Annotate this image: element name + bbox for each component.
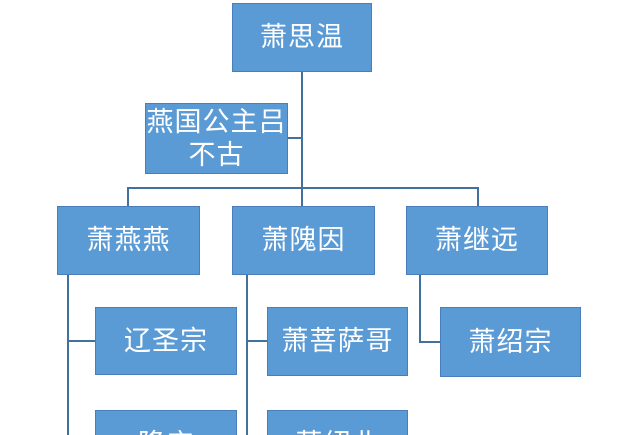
node-xiao-shaoye: 萧绍业	[267, 410, 408, 435]
node-xiao-pusage: 萧菩萨哥	[267, 307, 408, 376]
node-princess-lbugu: 燕国公主吕不古	[145, 103, 288, 174]
node-label: 萧菩萨哥	[281, 326, 394, 357]
node-label: 萧绍业	[296, 428, 380, 435]
node-xiao-weiyin: 萧隗因	[232, 206, 375, 275]
connector-descender-xiao-weiyin	[246, 275, 248, 435]
node-xiao-siwen: 萧思温	[232, 3, 372, 72]
connector-trunk-from-xiao-siwen	[301, 72, 303, 188]
node-label: 萧隗因	[261, 225, 346, 256]
node-xiao-yanyan: 萧燕燕	[57, 206, 200, 275]
connector-descender-xiao-yanyan	[67, 275, 69, 435]
node-liao-shengzong: 辽圣宗	[95, 307, 237, 375]
connector-distributor-bar	[127, 187, 479, 189]
node-xiao-jiyuan: 萧继远	[406, 206, 548, 275]
connector-elbow-to-liao-shengzong	[67, 340, 95, 342]
node-label: 萧思温	[260, 22, 344, 53]
node-label: 燕国公主吕不古	[146, 106, 287, 171]
node-label: 萧燕燕	[86, 225, 171, 256]
connector-elbow-to-xiao-shaozong	[419, 341, 440, 343]
connector-drop-to-xiao-yanyan	[127, 187, 129, 206]
connector-elbow-to-xiao-pusage	[246, 340, 267, 342]
connector-descender-xiao-jiyuan	[419, 275, 421, 342]
node-longqing: 隆庆	[95, 410, 237, 435]
connector-drop-to-xiao-weiyin	[301, 187, 303, 206]
node-xiao-shaozong: 萧绍宗	[440, 307, 581, 377]
connector-drop-to-xiao-jiyuan	[477, 187, 479, 206]
node-label: 隆庆	[138, 428, 194, 435]
node-label: 辽圣宗	[124, 325, 208, 357]
node-label: 萧继远	[435, 225, 519, 256]
node-label: 萧绍宗	[468, 326, 553, 358]
connector-spouse-stub-princess	[288, 137, 302, 139]
